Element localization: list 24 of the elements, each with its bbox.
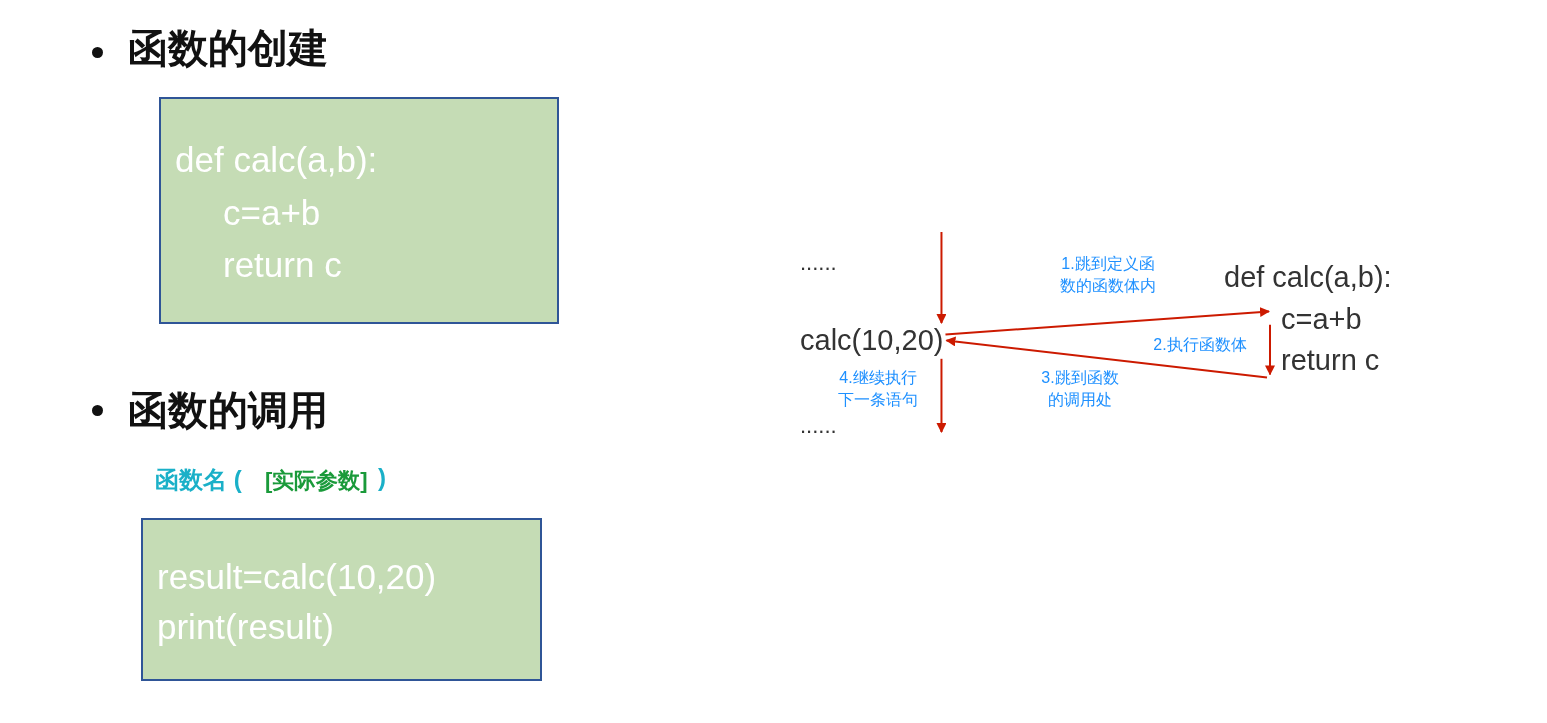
code-line: print(result) bbox=[157, 606, 334, 648]
syntax-text: 函数名 ( bbox=[155, 465, 242, 495]
arrow bbox=[945, 336, 1268, 379]
code-line: result=calc(10,20) bbox=[157, 556, 437, 598]
code-text: return c bbox=[1281, 343, 1380, 378]
arrow bbox=[936, 357, 947, 433]
arrow bbox=[936, 231, 947, 324]
code-line: return c bbox=[223, 244, 342, 286]
syntax-text: [实际参数] bbox=[265, 467, 368, 495]
ellipsis-text: ...... bbox=[800, 250, 837, 276]
ellipsis-text: ...... bbox=[800, 413, 837, 439]
code-text: calc(10,20) bbox=[800, 323, 944, 358]
code-text: def calc(a,b): bbox=[1224, 260, 1392, 295]
code-line: c=a+b bbox=[223, 192, 321, 234]
arrow bbox=[1265, 323, 1275, 376]
edge-label: 1.跳到定义函数的函数体内 bbox=[1058, 253, 1158, 297]
section-heading: 函数的创建 bbox=[128, 25, 328, 72]
code-box bbox=[159, 97, 559, 324]
code-box bbox=[141, 518, 542, 681]
code-line: def calc(a,b): bbox=[175, 139, 378, 181]
code-text: c=a+b bbox=[1281, 302, 1362, 337]
section-heading: 函数的调用 bbox=[128, 387, 328, 434]
arrow bbox=[944, 307, 1270, 336]
syntax-text: ) bbox=[378, 464, 386, 492]
